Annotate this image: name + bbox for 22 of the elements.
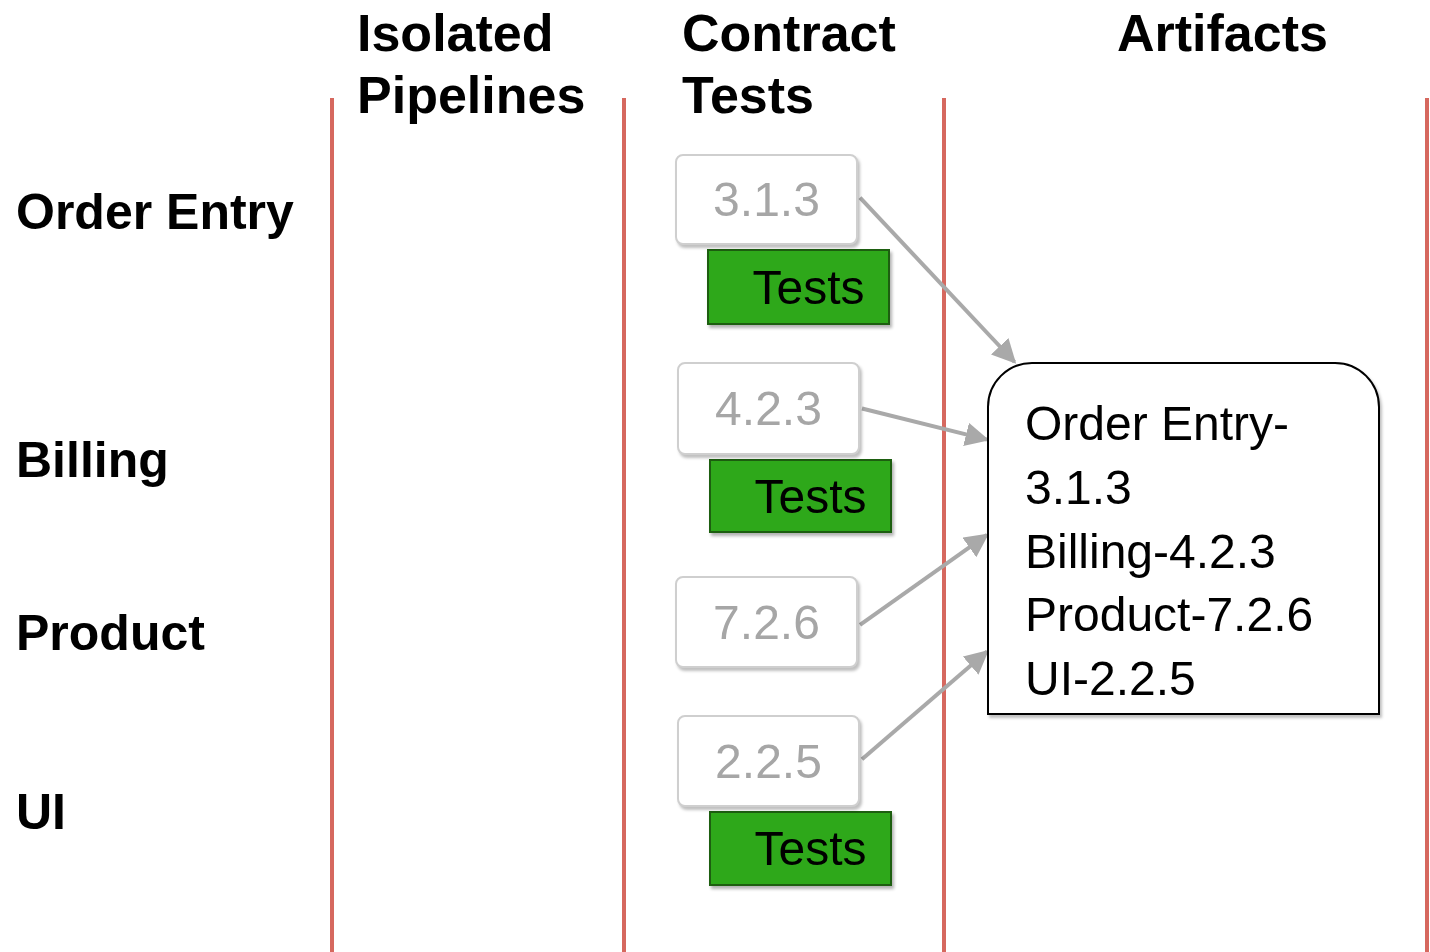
version-box: 2.2.5 xyxy=(677,715,860,807)
artifact-box xyxy=(987,362,1380,715)
version-box: 7.2.6 xyxy=(675,576,858,668)
row-label: Product xyxy=(16,604,205,663)
arrow xyxy=(860,649,989,761)
tests-box: Tests xyxy=(707,249,890,325)
tests-box: Tests xyxy=(709,811,892,886)
artifact-entry: Product-7.2.6 xyxy=(1025,587,1314,644)
row-label: UI xyxy=(16,783,66,842)
arrow xyxy=(858,533,989,627)
version-box: 3.1.3 xyxy=(675,154,858,245)
column-header: Artifacts xyxy=(1117,3,1329,64)
version-box: 4.2.3 xyxy=(677,362,860,455)
artifact-entry: Order Entry-3.1.3 xyxy=(1025,396,1291,516)
tests-box: Tests xyxy=(709,459,892,533)
row-label: Order Entry xyxy=(16,183,294,242)
column-header: Isolated Pipelines xyxy=(357,3,587,127)
artifact-entry: UI-2.2.5 xyxy=(1025,651,1196,708)
arrow xyxy=(858,196,1017,364)
artifact-entry: Billing-4.2.3 xyxy=(1025,523,1276,580)
column-header: Contract Tests xyxy=(682,3,897,127)
row-label: Billing xyxy=(16,431,169,490)
